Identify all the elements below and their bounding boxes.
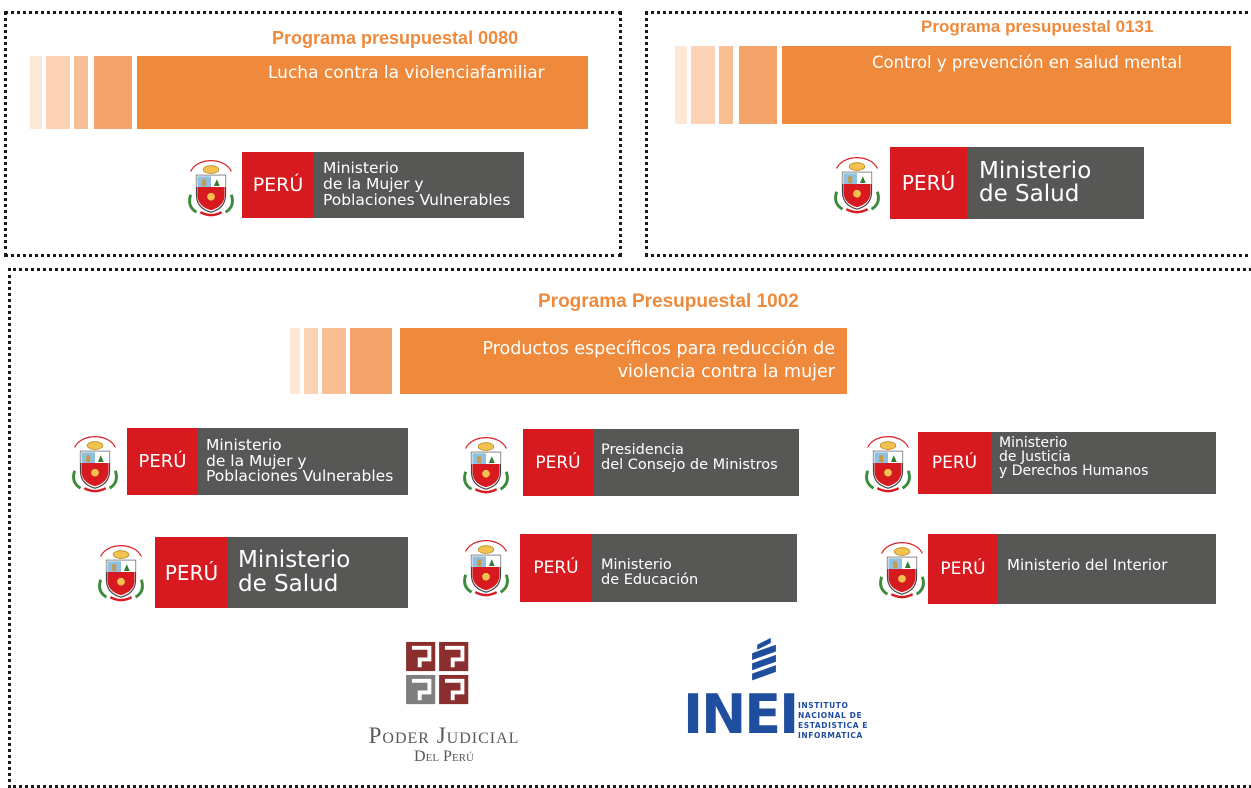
inei-acronym: INEI <box>683 683 799 746</box>
program-0131-band-text: Control y prevención en salud mental <box>782 46 1231 124</box>
peru-badge: PERÚ <box>890 147 967 219</box>
peru-badge: PERÚ <box>155 537 228 608</box>
program-1002-title: Programa Presupuestal 1002 <box>538 291 799 312</box>
program-1002-band-text: Productos específicos para reducción de … <box>400 328 847 394</box>
peru-badge: PERÚ <box>928 534 998 604</box>
band-stripe <box>304 328 318 394</box>
program-0080-title: Programa presupuestal 0080 <box>272 28 519 48</box>
band-stripe <box>322 328 346 394</box>
band-stripe <box>290 328 300 394</box>
program-0131-band: Control y prevención en salud mental <box>675 46 1231 124</box>
program-0131-title: Programa presupuestal 0131 <box>921 17 1154 36</box>
peru-crest-icon <box>188 159 234 217</box>
peru-badge: PERÚ <box>127 428 198 495</box>
peru-crest-icon <box>98 544 144 602</box>
band-stripe <box>94 56 132 129</box>
peru-badge: PERÚ <box>242 152 314 218</box>
ministry-name: Ministerio del Interior <box>998 534 1216 604</box>
program-0080-box <box>4 11 622 257</box>
band-stripe <box>739 46 777 124</box>
program-0080-band: Lucha contra la violenciafamiliar <box>30 56 588 129</box>
logo-mininter: PERÚ Ministerio del Interior <box>873 534 1216 604</box>
poder-judicial-icon <box>406 641 469 705</box>
poder-judicial-country: Del Perú <box>414 748 474 765</box>
band-stripe <box>675 46 687 124</box>
peru-crest-icon <box>865 435 911 493</box>
inei-emblem-icon <box>752 637 776 681</box>
peru-badge: PERÚ <box>523 429 593 496</box>
program-0080-band-text: Lucha contra la violenciafamiliar <box>137 56 588 129</box>
peru-crest-icon <box>72 435 118 493</box>
band-stripe <box>46 56 70 129</box>
program-0131-box <box>645 11 1251 257</box>
peru-crest-icon <box>879 541 925 599</box>
peru-badge: PERÚ <box>918 432 991 494</box>
band-stripe <box>74 56 88 129</box>
poder-judicial-logo: Poder Judicial Del Perú <box>355 640 533 766</box>
peru-crest-icon <box>463 436 509 494</box>
band-stripe <box>30 56 42 129</box>
poder-judicial-name: Poder Judicial <box>368 723 520 748</box>
peru-badge: PERÚ <box>520 534 592 602</box>
program-1002-band: Productos específicos para reducción de … <box>290 328 847 394</box>
inei-full-name: INSTITUTO NACIONAL DE ESTADISTICA E INFO… <box>798 701 869 740</box>
band-stripe <box>719 46 733 124</box>
band-stripe <box>691 46 715 124</box>
peru-crest-icon <box>834 156 880 214</box>
peru-crest-icon <box>463 539 509 597</box>
inei-logo: INEI INSTITUTO NACIONAL DE ESTADISTICA E… <box>683 632 883 752</box>
band-stripe <box>350 328 392 394</box>
